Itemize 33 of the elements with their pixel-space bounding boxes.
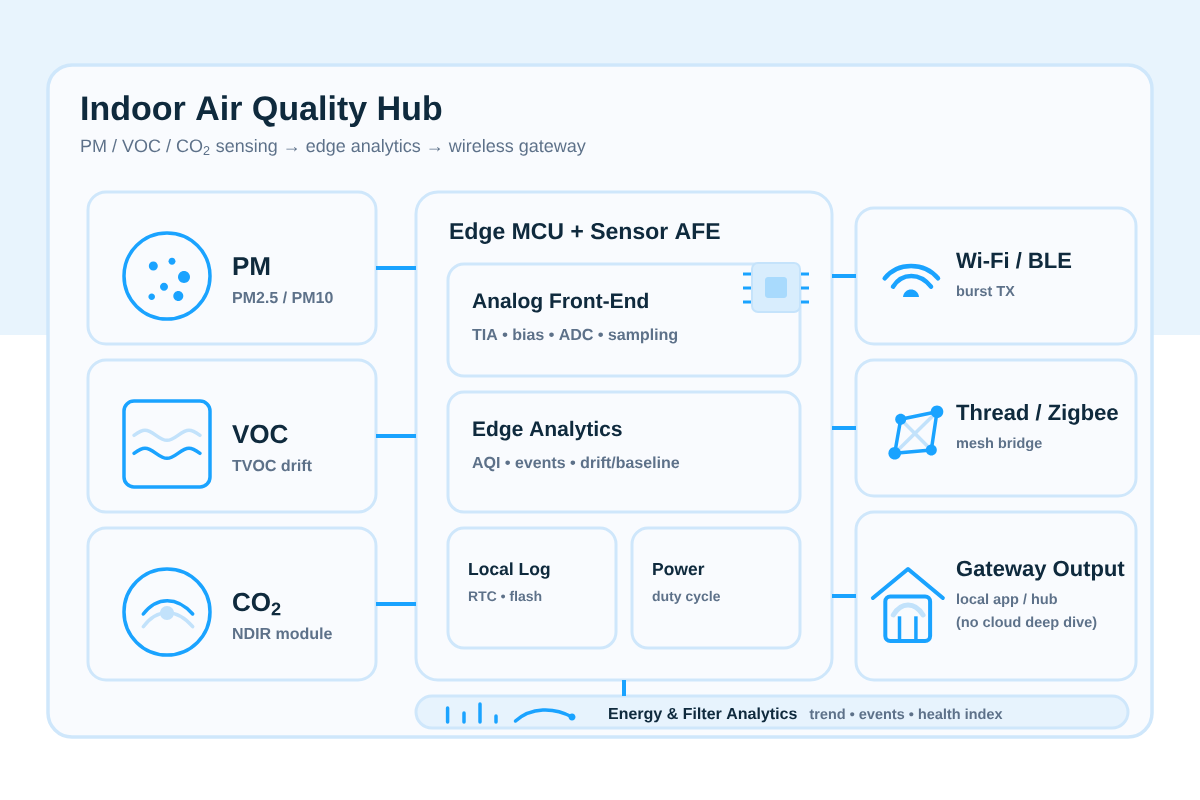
card-title: Wi-Fi / BLE [956, 252, 1072, 269]
connector-line [376, 266, 416, 270]
connector-line [376, 434, 416, 438]
card-title: Gateway Output [956, 560, 1125, 581]
card-subtitle: (no cloud deep dive) [956, 616, 1097, 630]
diagram-title: Indoor Air Quality Hub [82, 95, 442, 128]
bar-subtitle: trend • events • health index [809, 708, 1003, 720]
card-title: PM [233, 257, 270, 275]
card-title: Local Log [469, 562, 550, 579]
card-subtitle: NDIR module [233, 627, 332, 640]
card-subtitle: burst TX [956, 285, 1015, 297]
card-title: Power [653, 562, 705, 576]
card-subtitle: local app / hub [957, 593, 1057, 607]
card-title: VOC [232, 424, 288, 444]
panel-title: Edge MCU + Sensor AFE [450, 222, 720, 244]
card-title: Thread / Zigbee [956, 404, 1118, 425]
connector-line [832, 594, 856, 598]
connector-line [832, 274, 856, 278]
card-subtitle: RTC • flash [468, 590, 542, 602]
card-subtitle: duty cycle [652, 590, 720, 604]
card-subtitle: AQI • events • drift/baseline [472, 456, 680, 472]
card-subtitle: TVOC drift [232, 459, 312, 472]
connector-line [622, 680, 626, 696]
card-subtitle: TIA • bias • ADC • sampling [472, 328, 678, 344]
card-title: Analog Front-End [472, 292, 648, 313]
connector-line [376, 602, 416, 606]
card-title: Edge Analytics [473, 420, 622, 441]
diagram-subtitle: PM / VOC / CO$_{2}$ sensing → edge analytics → wireless gateway [81, 138, 586, 156]
card-subtitle: PM2.5 / PM10 [233, 291, 333, 304]
card-title: CO$_{2}$ [233, 592, 281, 616]
bar-title: Energy & Filter Analytics [609, 707, 797, 723]
connector-line [832, 426, 856, 430]
card-subtitle: mesh bridge [956, 437, 1042, 452]
